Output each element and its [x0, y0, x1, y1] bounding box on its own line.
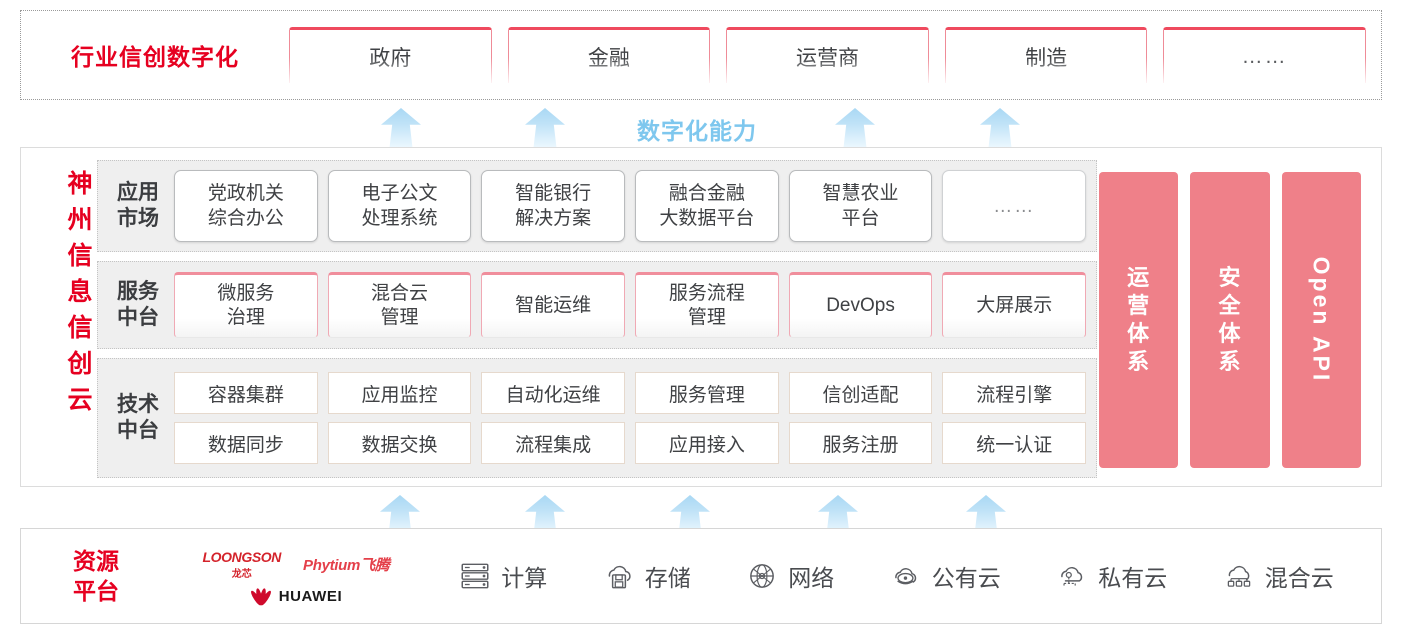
vendor-logo-row: HUAWEI	[249, 587, 343, 606]
app-cell-smart-agriculture[interactable]: 智慧农业平台	[788, 170, 933, 242]
tier-technology-middle-platform: 技术中台 容器集群 应用监控 自动化运维 服务管理 信创适配 流程引擎 数据同步…	[97, 358, 1097, 478]
server-rack-icon	[461, 563, 489, 589]
pillar-label: 安全体系	[1218, 265, 1242, 374]
tech-cell-process-integration[interactable]: 流程集成	[481, 422, 626, 464]
capability-arrow-up-2	[525, 108, 565, 152]
resource-item-list: 计算 存储 网络	[431, 559, 1381, 593]
tech-cell-service-registry[interactable]: 服务注册	[788, 422, 933, 464]
resource-item-compute[interactable]: 计算	[458, 559, 547, 593]
tier-cell-list: 微服务治理 混合云管理 智能运维 服务流程管理 DevOps 大屏展示	[174, 262, 1087, 348]
resource-item-label: 计算	[501, 565, 548, 591]
pillar-open-api[interactable]: Open API	[1281, 172, 1361, 468]
tier-application-market: 应用市场 党政机关综合办公 电子公文处理系统 智能银行解决方案 融合金融大数据平…	[97, 160, 1097, 252]
app-cell-smart-bank[interactable]: 智能银行解决方案	[481, 170, 626, 242]
industry-box-telecom[interactable]: 运营商	[726, 27, 929, 83]
loongson-logo: LOONGSON 龙芯	[202, 548, 282, 580]
tech-cell-automated-ops[interactable]: 自动化运维	[481, 372, 626, 414]
resource-platform-title: 资源平台	[73, 548, 119, 604]
huawei-flower-icon	[249, 587, 273, 606]
private-cloud-icon	[1061, 567, 1083, 587]
tech-cell-service-mgmt[interactable]: 服务管理	[635, 372, 779, 414]
pillar-security-system[interactable]: 安全体系	[1190, 172, 1270, 468]
tech-cell-data-exchange[interactable]: 数据交换	[327, 422, 472, 464]
app-cell-edoc-system[interactable]: 电子公文处理系统	[327, 170, 472, 242]
industry-box-label: ……	[1241, 44, 1288, 68]
industry-box-list: 政府 金融 运营商 制造 ……	[289, 27, 1381, 83]
resource-item-network[interactable]: 网络	[745, 559, 834, 593]
app-cell-more[interactable]: ……	[942, 170, 1087, 242]
industry-box-finance[interactable]: 金融	[507, 27, 711, 83]
resource-item-label: 网络	[788, 565, 835, 591]
pillar-label: Open API	[1308, 256, 1335, 384]
resource-item-storage[interactable]: 存储	[602, 559, 691, 593]
svc-cell-hybrid-cloud-mgmt[interactable]: 混合云管理	[327, 272, 472, 338]
tier-label: 技术中台	[117, 393, 159, 442]
tech-cell-unified-auth[interactable]: 统一认证	[942, 422, 1087, 464]
huawei-logo-text: HUAWEI	[278, 588, 343, 605]
public-cloud-icon	[894, 568, 916, 585]
loongson-logo-en: LOONGSON	[202, 548, 282, 565]
resource-item-private-cloud[interactable]: 私有云	[1055, 559, 1167, 593]
resource-item-hybrid-cloud[interactable]: 混合云	[1222, 559, 1334, 593]
cloud-panel: 神州信息信创云 应用市场 党政机关综合办公 电子公文处理系统 智能银行解决方案 …	[20, 147, 1382, 487]
network-globe-icon	[750, 564, 775, 588]
tech-cell-row: 容器集群 应用监控 自动化运维 服务管理 信创适配 流程引擎	[174, 372, 1087, 414]
industry-box-label: 制造	[1025, 46, 1068, 70]
pillar-list: 运营体系 安全体系 Open API	[1099, 172, 1361, 468]
svc-cell-service-process-mgmt[interactable]: 服务流程管理	[635, 272, 779, 338]
tech-cell-app-access[interactable]: 应用接入	[635, 422, 779, 464]
resource-item-label: 私有云	[1098, 565, 1168, 591]
cloud-tier-list: 应用市场 党政机关综合办公 电子公文处理系统 智能银行解决方案 融合金融大数据平…	[97, 160, 1097, 478]
industry-box-manufacturing[interactable]: 制造	[944, 27, 1148, 83]
app-cell-govt-office[interactable]: 党政机关综合办公	[174, 170, 318, 242]
resource-platform-panel: 资源平台 LOONGSON 龙芯 Phytium飞腾 HUAWEI	[20, 528, 1382, 624]
pillar-label: 运营体系	[1127, 265, 1151, 374]
capability-label: 数字化能力	[637, 118, 757, 144]
tech-cell-data-sync[interactable]: 数据同步	[174, 422, 318, 464]
cloud-panel-title: 神州信息信创云	[67, 170, 93, 414]
huawei-logo: HUAWEI	[249, 587, 343, 606]
tier-label: 服务中台	[117, 280, 159, 329]
tech-cell-app-monitoring[interactable]: 应用监控	[327, 372, 472, 414]
industry-box-label: 金融	[587, 46, 630, 70]
pillar-operations-system[interactable]: 运营体系	[1099, 172, 1179, 468]
capability-arrow-up-1	[381, 108, 421, 152]
tech-cell-row: 数据同步 数据交换 流程集成 应用接入 服务注册 统一认证	[174, 422, 1087, 464]
tech-cell-xinchuang-adaptation[interactable]: 信创适配	[788, 372, 933, 414]
svc-cell-big-screen-display[interactable]: 大屏展示	[942, 272, 1087, 338]
resource-item-label: 公有云	[931, 565, 1001, 591]
resource-item-label: 存储	[644, 565, 691, 591]
svc-cell-aiops[interactable]: 智能运维	[481, 272, 626, 338]
svc-cell-microservice-governance[interactable]: 微服务治理	[174, 272, 318, 338]
tier-cell-grid: 容器集群 应用监控 自动化运维 服务管理 信创适配 流程引擎 数据同步 数据交换…	[174, 359, 1087, 477]
tier-label: 应用市场	[117, 181, 159, 230]
tier-service-middle-platform: 服务中台 微服务治理 混合云管理 智能运维 服务流程管理 DevOps 大屏展示	[97, 261, 1097, 349]
industry-band: 行业信创数字化 政府 金融 运营商 制造 ……	[20, 10, 1382, 100]
cloud-storage-icon	[608, 565, 631, 589]
tech-cell-container-cluster[interactable]: 容器集群	[174, 372, 318, 414]
resource-item-label: 混合云	[1264, 565, 1334, 591]
industry-box-label: 政府	[369, 46, 412, 70]
app-cell-finance-bigdata[interactable]: 融合金融大数据平台	[635, 170, 779, 242]
tier-cell-list: 党政机关综合办公 电子公文处理系统 智能银行解决方案 融合金融大数据平台 智慧农…	[174, 161, 1087, 251]
vendor-logo-row: LOONGSON 龙芯 Phytium飞腾	[203, 549, 390, 580]
industry-box-label: 运营商	[795, 46, 859, 70]
loongson-logo-cn: 龙芯	[231, 568, 252, 580]
tech-cell-process-engine[interactable]: 流程引擎	[942, 372, 1087, 414]
resource-item-public-cloud[interactable]: 公有云	[889, 559, 1001, 593]
industry-box-more[interactable]: ……	[1163, 27, 1366, 83]
vendor-logo-list: LOONGSON 龙芯 Phytium飞腾 HUAWEI	[161, 547, 431, 606]
industry-box-government[interactable]: 政府	[289, 27, 492, 83]
svc-cell-devops[interactable]: DevOps	[788, 272, 933, 338]
capability-arrow-up-3	[835, 108, 875, 152]
industry-band-title: 行业信创数字化	[71, 44, 239, 70]
hybrid-cloud-icon	[1227, 565, 1251, 587]
phytium-logo: Phytium飞腾	[303, 556, 390, 574]
capability-arrow-up-4	[980, 108, 1020, 152]
